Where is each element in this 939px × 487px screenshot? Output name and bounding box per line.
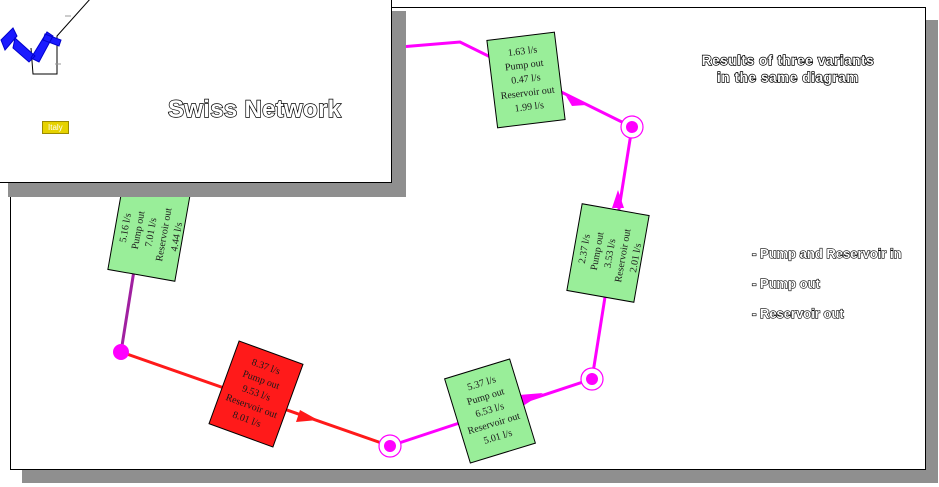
node-top-right	[620, 115, 644, 139]
node-bottom	[378, 434, 402, 458]
box-right-line-3: 3.53 l/s	[602, 238, 618, 269]
result-box-bottom: 5.37 l/s Pump out 6.53 l/s Reservoir out…	[443, 358, 537, 464]
legend-item-reservoir-out: - Reservoir out	[751, 305, 844, 321]
right-flow-arrow	[612, 190, 624, 208]
result-box-red: 8.37 l/s Pump out 9.53 l/s Reservoir out…	[208, 340, 304, 448]
swiss-network-title: Swiss Network	[167, 95, 342, 123]
box-top-line-1: 1.63 l/s	[507, 44, 538, 59]
red-flow-arrow	[296, 410, 318, 422]
overview-map	[0, 0, 90, 75]
box-left-line-3: 7.01 l/s	[143, 217, 159, 248]
map-border-line	[30, 0, 90, 75]
results-title-line-1: Results of three variants	[701, 52, 875, 68]
box-top-line-5: 1.99 l/s	[514, 100, 545, 115]
legend-item-pump-out: - Pump out	[751, 275, 820, 291]
result-box-right: 2.37 l/s Pump out 3.53 l/s Reservoir out…	[566, 203, 650, 303]
node-bottom-right	[580, 367, 604, 391]
results-title-line-2: in the same diagram	[716, 69, 859, 85]
variant-legend: - Pump and Reservoir in - Pump out - Res…	[751, 245, 902, 336]
network-overview-shape	[0, 27, 62, 63]
box-right-line-5: 2.01 l/s	[628, 242, 644, 273]
box-top-line-2: Pump out	[504, 58, 544, 74]
node-left	[113, 344, 129, 360]
country-label-italy: Italy	[42, 121, 69, 134]
results-title: Results of three variants in the same di…	[648, 52, 928, 86]
result-box-left: 5.16 l/s Pump out 7.01 l/s Reservoir out…	[107, 182, 191, 282]
legend-item-pump-reservoir-in: - Pump and Reservoir in	[751, 245, 902, 261]
box-top-line-3: 0.47 l/s	[511, 72, 542, 87]
top-flow-arrow	[566, 96, 586, 106]
pipe-top	[399, 40, 633, 129]
bottom-flow-arrow	[519, 393, 543, 406]
result-box-top: 1.63 l/s Pump out 0.47 l/s Reservoir out…	[486, 31, 566, 129]
box-left-line-1: 5.16 l/s	[118, 212, 134, 243]
box-right-line-1: 2.37 l/s	[577, 233, 593, 264]
swiss-network-inset	[0, 0, 392, 183]
box-left-line-5: 4.44 l/s	[169, 221, 185, 252]
